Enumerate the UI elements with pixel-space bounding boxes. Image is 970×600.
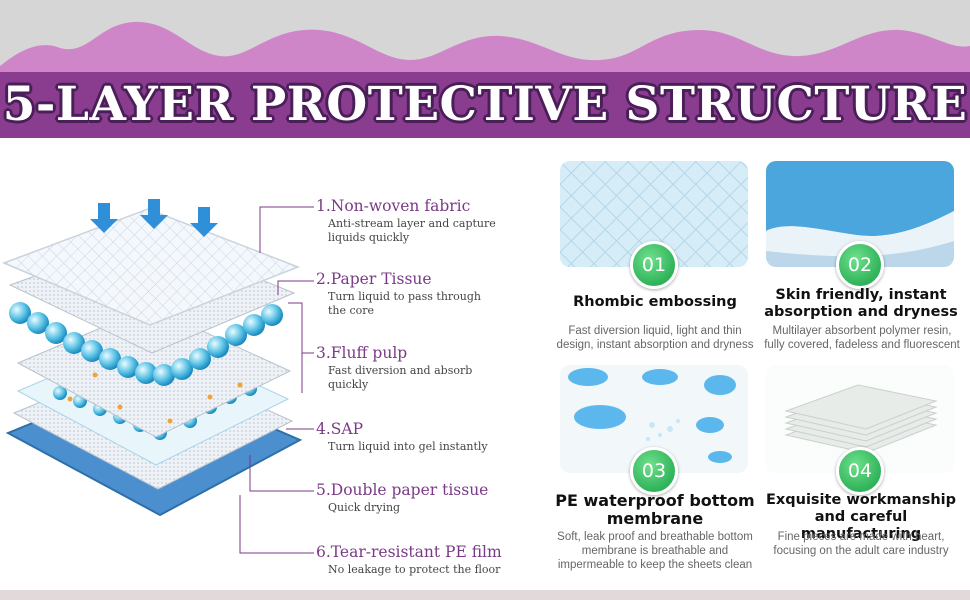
feature-desc: Soft, leak proof and breathable bottom m… [546,530,764,572]
feature-desc: Fine pieces are made with heart, focusin… [756,530,966,558]
layer-title: 3.Fluff pulp [316,344,408,362]
feature-title-line: membrane [606,509,704,528]
footer-strip [0,590,970,600]
feature-desc-line: Fine pieces are made with heart, [777,531,945,543]
layer-item-1: 1.Non-woven fabric Anti-stream layer and… [316,197,546,245]
feature-title-line: Rhombic embossing [573,294,737,310]
layer-item-6: 6.Tear-resistant PE film No leakage to p… [316,543,546,577]
feature-title-line: and careful manufacturing [800,509,922,542]
layer-desc-line: No leakage to protect the floor [328,563,501,576]
leader-lines [239,206,314,554]
feature-badge: 03 [630,447,678,495]
feature-badge: 02 [836,241,884,289]
layer-desc-line: Turn liquid into gel instantly [328,440,488,453]
feature-desc: Multilayer absorbent polymer resin, full… [754,324,970,352]
feature-title-line: absorption and dryness [764,304,958,320]
pad-stack-image [766,365,954,473]
layer-desc-line: liquids quickly [328,231,410,244]
layer-item-4: 4.SAP Turn liquid into gel instantly [316,420,546,454]
layer-desc-line: Fast diversion and absorb [328,364,473,377]
feature-desc-line: impermeable to keep the sheets clean [557,559,753,571]
feature-title-line: PE waterproof bottom [555,491,755,510]
layer-title: 5.Double paper tissue [316,481,489,499]
layer-item-5: 5.Double paper tissue Quick drying [316,481,546,515]
feature-title-line: Exquisite workmanship [765,492,956,508]
layer-title: 6.Tear-resistant PE film [316,543,502,561]
feature-desc-line: Multilayer absorbent polymer resin, [772,325,952,337]
layer-structure-illustration [1,199,303,517]
feature-desc-line: fully covered, fadeless and fluorescent [764,339,960,351]
decorative-wave [0,21,970,80]
layer-desc-line: Turn liquid to pass through [328,290,482,303]
layer-title: 2.Paper Tissue [316,270,432,288]
page-title: 5-LAYER PROTECTIVE STRUCTURE [2,77,968,132]
feature-desc-line: Fast diversion liquid, light and thin [568,325,742,337]
layer-item-3: 3.Fluff pulp Fast diversion and absorb q… [316,344,546,392]
feature-title: Rhombic embossing [550,294,760,311]
feature-title: PE waterproof bottom membrane [546,492,764,528]
feature-desc: Fast diversion liquid, light and thin de… [548,324,762,352]
layer-desc-line: the core [328,304,375,317]
title-banner [0,72,970,138]
feature-badge: 04 [836,447,884,495]
layer-desc-line: Anti-stream layer and capture [328,217,496,230]
feature-desc-line: focusing on the adult care industry [773,545,949,557]
layer-title: 4.SAP [316,420,364,438]
feature-desc-line: design, instant absorption and dryness [556,339,754,351]
layer-desc-line: quickly [328,378,369,391]
layer-title: 1.Non-woven fabric [316,197,471,215]
layer-item-2: 2.Paper Tissue Turn liquid to pass throu… [316,270,546,318]
feature-title-line: Skin friendly, instant [775,287,947,303]
feature-desc-line: membrane is breathable and [581,545,729,557]
feature-desc-line: Soft, leak proof and breathable bottom [557,531,753,543]
feature-title: Skin friendly, instant absorption and dr… [756,287,966,321]
absorbent-core-image [766,161,954,267]
feature-title: Exquisite workmanship and careful manufa… [756,492,966,543]
layer-desc-line: Quick drying [328,501,401,514]
feature-badge: 01 [630,241,678,289]
